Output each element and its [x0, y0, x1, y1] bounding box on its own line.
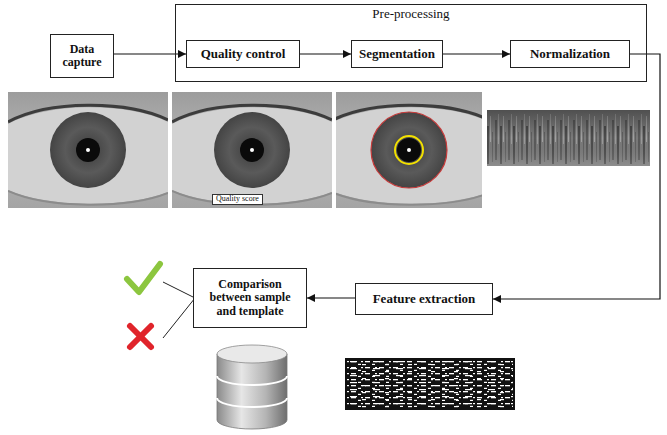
process-box: Segmentation: [351, 40, 443, 68]
group-title: Pre-processing: [372, 7, 449, 22]
iris-code: [345, 358, 515, 410]
flow-arrow: [307, 297, 355, 298]
process-box: Quality control: [186, 40, 300, 68]
box-label: Comparison between sample and template: [200, 278, 300, 318]
process-box: Comparison between sample and template: [193, 268, 307, 328]
eye-image: [172, 92, 332, 208]
image-caption: Quality score: [212, 194, 263, 205]
box-label: Data capture: [57, 43, 107, 70]
box-label: Normalization: [530, 47, 610, 62]
segmented-eye-image: [329, 92, 489, 208]
flow-arrow: [443, 53, 510, 54]
accept-check: [127, 264, 160, 292]
process-box: Normalization: [510, 40, 630, 68]
process-box: Data capture: [50, 34, 114, 78]
database-icon: [217, 345, 287, 429]
box-label: Quality control: [201, 47, 286, 62]
process-box: Feature extraction: [355, 283, 493, 315]
box-label: Segmentation: [359, 47, 435, 62]
normalized-iris-strip: [487, 110, 650, 166]
reject-cross: [130, 326, 151, 347]
decision-branches: [163, 282, 195, 338]
group-box: Pre-processingQuality control Segmentatio…: [175, 4, 647, 82]
flow-arrow: [493, 54, 660, 299]
eye-image: [8, 92, 168, 208]
box-label: Feature extraction: [373, 292, 476, 307]
flow-arrow: [300, 53, 351, 54]
